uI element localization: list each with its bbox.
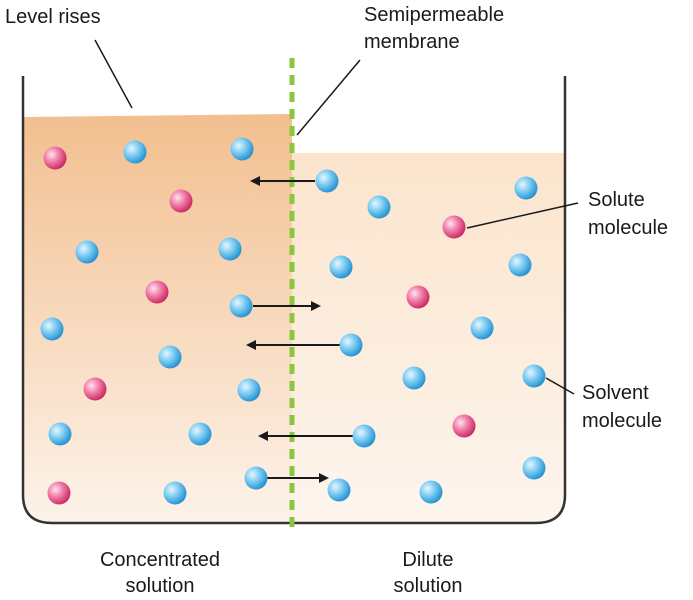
concentrated-label-line1: Concentrated [100,549,220,571]
concentrated-solution-fill [23,114,292,523]
solvent-molecule-icon [158,345,182,369]
solvent-molecule-icon [514,176,538,200]
solvent-molecule-icon [339,333,363,357]
solute-molecule-icon [169,189,193,213]
solute-molecule-icon [442,215,466,239]
solvent-molecule-icon [237,378,261,402]
solvent-label-line1: Solvent [582,382,649,404]
solute-molecule-icon [145,280,169,304]
level-rises-leader [94,39,133,109]
solute-molecule-icon [452,414,476,438]
solute-label-line2: molecule [588,217,668,239]
solvent-molecule-icon [48,422,72,446]
solute-molecules [43,146,476,505]
solvent-molecule-icon [315,169,339,193]
solvent-molecule-icon [402,366,426,390]
solvent-label-line2: molecule [582,410,662,432]
solvent-molecule-icon [123,140,147,164]
solvent-molecule-icon [522,456,546,480]
membrane-leader [296,59,361,136]
solvent-molecule-icon [419,480,443,504]
solvent-molecule-icon [508,253,532,277]
concentrated-label-line2: solution [126,575,195,597]
solvent-leader [545,377,575,395]
membrane-label-line1: Semipermeable [364,4,504,26]
solvent-molecules [40,137,546,505]
solvent-molecule-icon [367,195,391,219]
solute-molecule-icon [47,481,71,505]
solute-molecule-icon [406,285,430,309]
solvent-molecule-icon [327,478,351,502]
solvent-molecule-icon [230,137,254,161]
solute-leader [466,202,579,229]
dilute-label-line2: solution [394,575,463,597]
solvent-molecule-icon [352,424,376,448]
solute-molecule-icon [43,146,67,170]
solvent-molecule-icon [329,255,353,279]
solvent-molecule-icon [244,466,268,490]
solvent-molecule-icon [163,481,187,505]
solvent-molecule-icon [470,316,494,340]
solute-label-line1: Solute [588,189,645,211]
solvent-molecule-icon [40,317,64,341]
solute-molecule-icon [83,377,107,401]
dilute-label-line1: Dilute [402,549,453,571]
level-rises-label: Level rises [5,6,101,28]
membrane-label-line2: membrane [364,31,460,53]
solvent-molecule-icon [229,294,253,318]
solvent-molecule-icon [218,237,242,261]
solvent-molecule-icon [188,422,212,446]
solvent-molecule-icon [75,240,99,264]
solvent-molecule-icon [522,364,546,388]
